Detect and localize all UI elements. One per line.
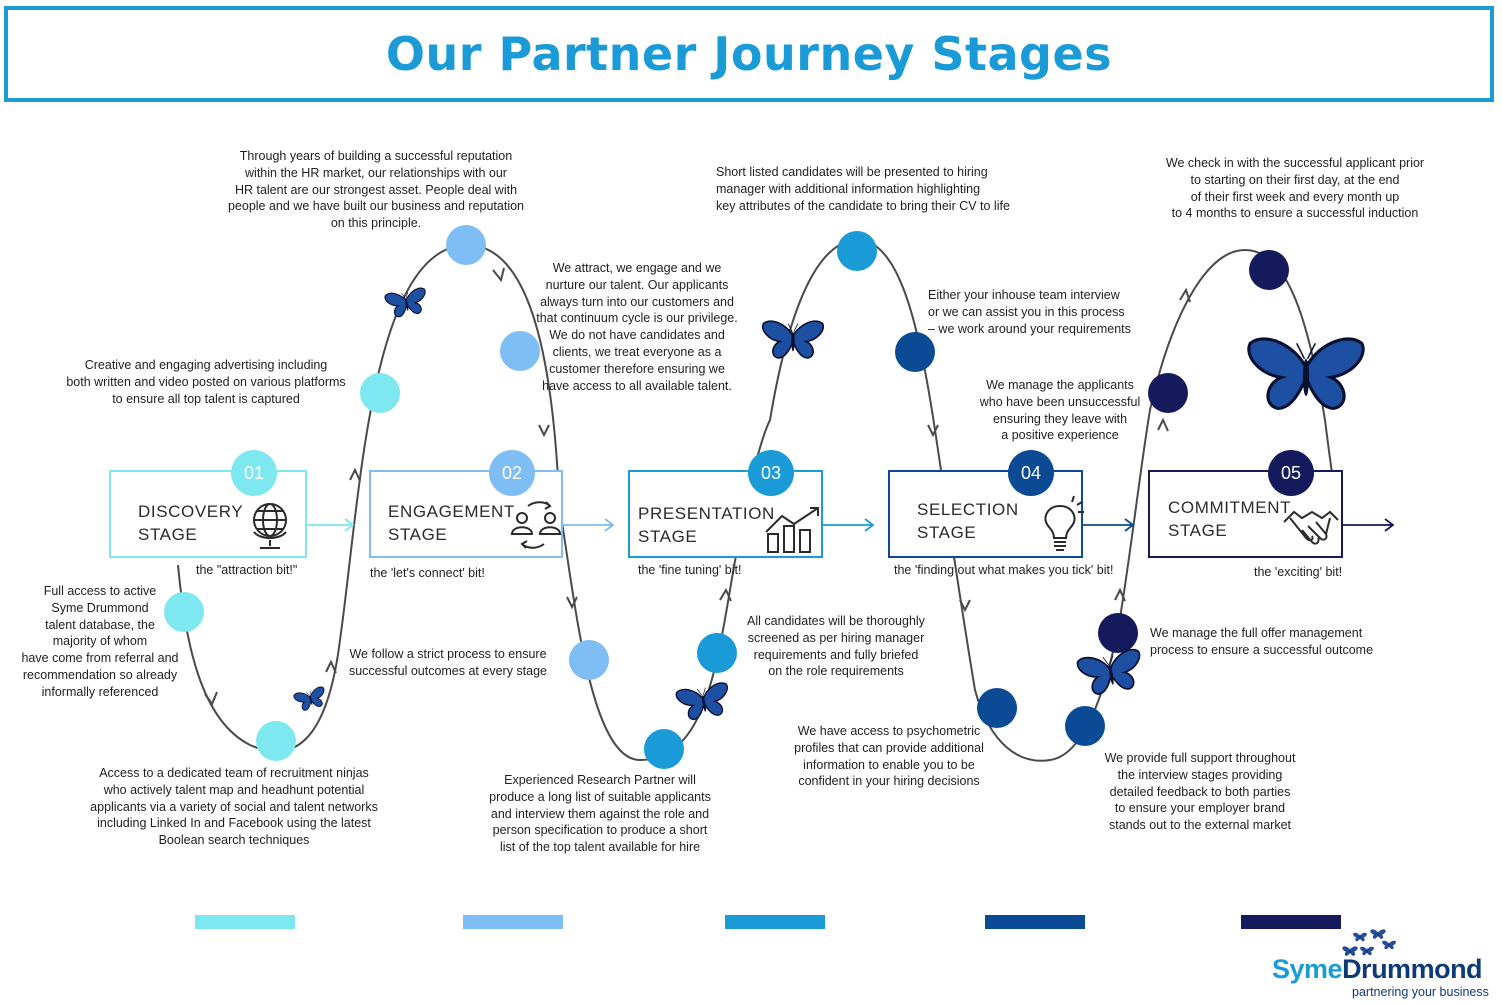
butterfly-icon (1075, 647, 1146, 698)
stage-number-03: 03 (748, 450, 794, 496)
growth-chart-icon (765, 507, 819, 553)
stage-name-discovery: DISCOVERY STAGE (138, 502, 244, 544)
stage-number-04: 04 (1008, 450, 1054, 496)
annotation-shortlist: Short listed candidates will be presente… (716, 165, 1010, 213)
stage-bit-engagement: the 'let's connect' bit! (370, 566, 485, 580)
annotation-process: We follow a strict process to ensure suc… (348, 647, 547, 678)
title-banner: Our Partner Journey Stages (4, 6, 1494, 102)
annotation-checkin: We check in with the successful applican… (1165, 156, 1425, 221)
annotation-unsuccessful: We manage the applicants who have been u… (979, 378, 1141, 443)
page-title: Our Partner Journey Stages (385, 27, 1113, 81)
stage-name-commitment: COMMITMENT STAGE (1168, 498, 1292, 540)
logo-butterfly-icon (1370, 929, 1386, 939)
annotation-screened: All candidates will be thoroughly screen… (747, 614, 925, 679)
stage-name-selection: SELECTION STAGE (917, 500, 1019, 542)
stage-number-01: 01 (231, 450, 277, 496)
curve-nodes (164, 225, 1289, 769)
stage-name-engagement: ENGAGEMENT STAGE (388, 502, 515, 544)
annotation-advertising: Creative and engaging advertising includ… (66, 358, 346, 406)
connect-people-icon (510, 501, 562, 549)
annotation-reputation: Through years of building a successful r… (227, 149, 525, 231)
logo-tagline: partnering your business (1352, 985, 1489, 999)
butterfly-icon (674, 681, 733, 723)
legend-bar-stage5 (1241, 915, 1341, 929)
butterfly-icon (292, 685, 329, 713)
legend-bar-stage2 (463, 915, 563, 929)
stage-bit-selection: the 'finding out what makes you tick' bi… (894, 563, 1114, 577)
logo-wordmark: SymeDrummond (1272, 954, 1483, 985)
logo-name-part2: Drummond (1342, 954, 1483, 984)
stage-bit-discovery: the "attraction bit!" (196, 563, 298, 577)
stage-bit-presentation: the 'fine tuning' bit! (638, 563, 742, 577)
globe-icon (253, 503, 287, 549)
annotation-research: Experienced Research Partner will produc… (489, 773, 711, 855)
legend-bar-stage1 (195, 915, 295, 929)
stage-number-02: 02 (489, 450, 535, 496)
annotation-psychometric: We have access to psychometric profiles … (794, 724, 984, 789)
annotation-ninjas: Access to a dedicated team of recruitmen… (90, 766, 378, 848)
stage-bit-commitment: the 'exciting' bit! (1254, 565, 1343, 579)
annotation-offer: We manage the full offer management proc… (1150, 626, 1374, 657)
legend-bar-stage4 (985, 915, 1085, 929)
legend-bar-stage3 (725, 915, 825, 929)
butterfly-icon (761, 320, 825, 359)
annotation-inhouse: Either your inhouse team interview or we… (928, 288, 1131, 336)
butterfly-icon (1247, 337, 1365, 410)
company-logo: SymeDrummond partnering your business (1272, 952, 1496, 1000)
logo-butterfly-icon (1382, 940, 1396, 950)
stage-name-presentation: PRESENTATION STAGE (638, 504, 775, 546)
logo-butterfly-icon (1353, 932, 1367, 942)
annotation-database: Full access to active Syme Drummond tale… (21, 584, 179, 699)
handshake-icon (1283, 510, 1339, 545)
stage-arrows (306, 518, 1395, 532)
lightbulb-icon (1044, 495, 1084, 551)
logo-name-part1: Syme (1272, 954, 1343, 984)
annotation-attract: We attract, we engage and we nurture our… (536, 261, 738, 393)
annotation-support: We provide full support throughout the i… (1104, 751, 1296, 833)
stage-number-05: 05 (1268, 450, 1314, 496)
stage-box-discovery (109, 470, 307, 558)
